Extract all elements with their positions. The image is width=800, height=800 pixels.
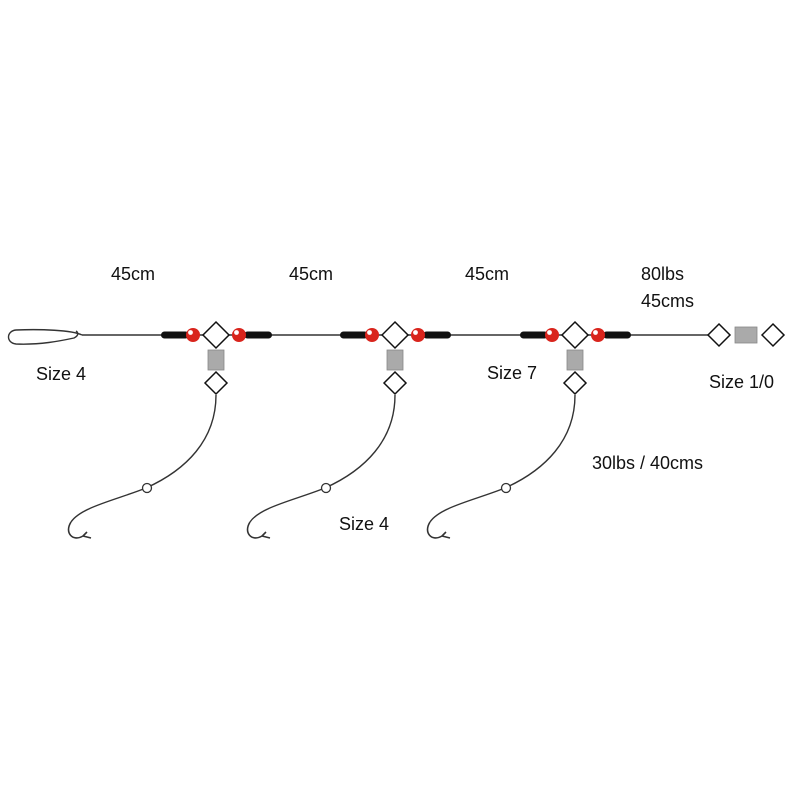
lead-clip-icon [7,328,83,345]
dropper-station-2 [246,320,451,539]
hook-icon [426,521,451,539]
crimp-sleeve [566,349,584,371]
mainline-strength-label: 80lbs [641,264,685,284]
crimp-sleeve [207,349,225,371]
hook-icon [246,521,271,539]
snood-line [429,394,576,523]
red-bead-right [411,328,425,342]
dropper1-length-label: 45cm [111,264,156,284]
end-swivel-size-label: Size 1/0 [709,372,775,392]
end-swivel-diamond-right [760,322,786,348]
stop-sleeve-right [603,331,631,339]
red-bead-left [365,328,379,342]
bead-highlight [413,330,418,335]
swivel-diamond-bottom [203,370,229,396]
dropper2-length-label: 45cm [289,264,334,284]
bead-highlight [367,330,372,335]
stop-sleeve-left [520,331,548,339]
end-swivel-diamond-left [706,322,732,348]
swivel-diamond-bottom [562,370,588,396]
snood-bead [141,482,153,494]
dropper3-length-label: 45cm [465,264,510,284]
crimp-sleeve [386,349,404,371]
snood-line [249,394,396,523]
stop-sleeve-right [423,331,451,339]
red-bead-left [186,328,200,342]
bead-highlight [593,330,598,335]
bead-highlight [234,330,239,335]
dropper-station-1 [67,320,272,539]
snood-bead [320,482,332,494]
snood-bead [500,482,512,494]
snood-spec-label: 30lbs / 40cms [592,453,704,473]
red-bead-right [232,328,246,342]
hook-icon [67,521,92,539]
red-bead-right [591,328,605,342]
stop-sleeve-left [161,331,189,339]
swivel-diamond-top [560,320,590,350]
swivel-size-label: Size 7 [487,363,538,383]
lead-clip-path [7,328,83,345]
bead-highlight [547,330,552,335]
red-bead-left [545,328,559,342]
swivel-diamond-top [201,320,231,350]
hook-size-label: Size 4 [339,514,390,534]
dropper-station-3 [426,320,631,539]
snood-line [70,394,217,523]
swivel-diamond-top [380,320,410,350]
stop-sleeve-left [340,331,368,339]
clip-size-label: Size 4 [36,364,87,384]
swivel-diamond-bottom [382,370,408,396]
end-swivel [706,322,786,348]
bead-highlight [188,330,193,335]
mainline-length-label: 45cms [641,291,695,311]
stop-sleeve-right [244,331,272,339]
end-crimp-sleeve [734,326,758,344]
